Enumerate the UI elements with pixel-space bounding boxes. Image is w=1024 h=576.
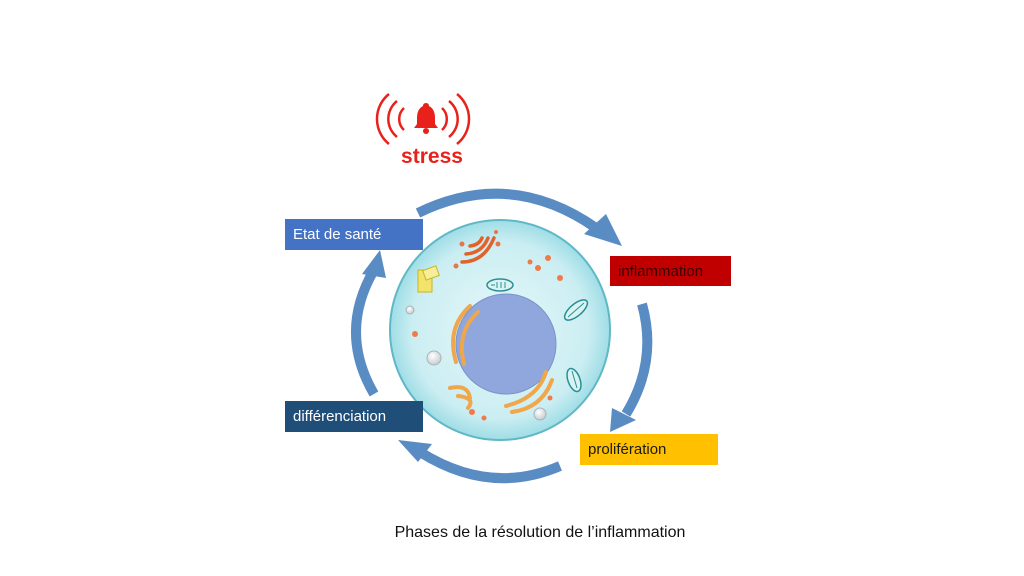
stress-label: stress — [401, 145, 463, 168]
cycle-arrows — [351, 188, 653, 484]
arrow-health-to-inflammation — [415, 188, 599, 233]
diagram-caption: Phases de la résolution de l’inflammatio… — [394, 524, 686, 541]
bell-clapper — [423, 128, 429, 134]
mitochondria-cristae — [491, 282, 585, 389]
alarm-wave-right-inner — [441, 107, 449, 131]
arrowhead-health — [362, 250, 386, 278]
arrowhead-differentiation — [398, 440, 432, 462]
vesicles — [405, 305, 547, 421]
stage-box-inflammation: inflammation — [610, 256, 731, 286]
golgi-vesicles — [453, 230, 501, 269]
arrowhead-proliferation — [610, 408, 636, 432]
alarm-bell-icon — [375, 93, 471, 145]
arrow-differentiation-to-health — [351, 267, 379, 397]
arrowhead-inflammation — [584, 214, 622, 246]
alarm-wave-left-inner — [397, 107, 405, 131]
stage-box-health: Etat de santé — [285, 219, 423, 250]
endoplasmic-reticulum — [448, 304, 554, 414]
alarm-wave-right-outer — [456, 93, 471, 145]
alarm-wave-left-outer — [375, 93, 390, 145]
bell-icon — [414, 103, 438, 128]
arrow-inflammation-to-proliferation — [621, 302, 653, 417]
arrow-proliferation-to-differentiation — [417, 447, 562, 484]
centriole — [417, 265, 440, 293]
stage-box-differentiation: différenciation — [285, 401, 423, 432]
stage-box-proliferation: prolifération — [580, 434, 718, 465]
golgi-apparatus — [460, 236, 496, 264]
alarm-wave-right-mid — [448, 100, 459, 138]
lysosomes — [412, 255, 563, 421]
cell-nucleus — [455, 293, 557, 395]
alarm-wave-left-mid — [387, 100, 398, 138]
animal-cell-illustration — [389, 219, 611, 441]
